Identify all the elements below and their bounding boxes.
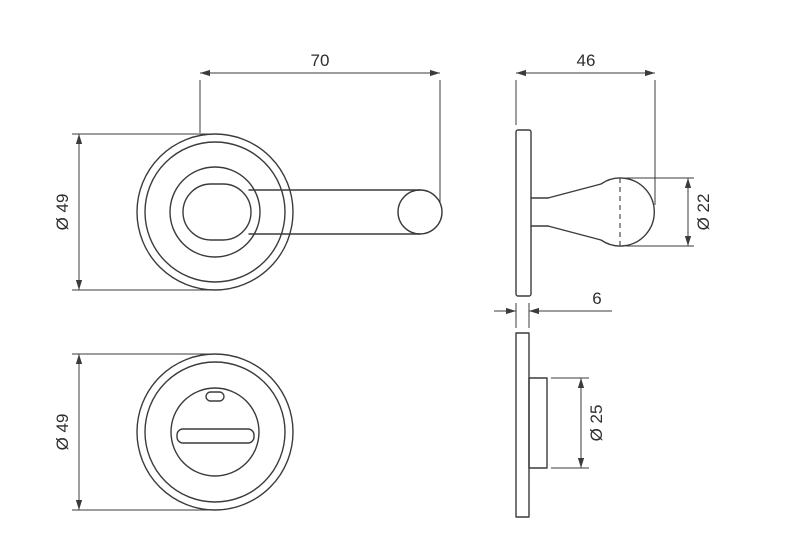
dim-70-label: 70 (311, 51, 330, 70)
rose-outer-circle (136, 133, 294, 291)
lever-ball-end (397, 189, 443, 235)
dimension-labels: 70 Ø 49 46 Ø 22 Ø 49 6 Ø 25 (53, 51, 713, 450)
dim-dia25-label: Ø 25 (587, 405, 606, 442)
dim-dia49-bottom-label: Ø 49 (53, 414, 72, 451)
rose-rim-circle-2 (144, 361, 286, 503)
dim-6-label: 6 (592, 289, 601, 308)
orientation-notch (205, 391, 225, 402)
dim-dia22-label: Ø 22 (694, 194, 713, 231)
rose-plate-side (515, 129, 532, 297)
lever-hub (182, 183, 252, 241)
release-boss-circle (170, 387, 260, 477)
coin-slot (176, 428, 255, 444)
release-boss-side (528, 377, 548, 469)
turn-front-view (72, 353, 294, 511)
lever-grip-profile (547, 177, 655, 247)
turn-side-view (494, 303, 612, 518)
lever-side-view (515, 69, 694, 297)
lever-front-view (72, 69, 443, 291)
dim-46-label: 46 (577, 51, 596, 70)
rose-rim-circle (144, 141, 286, 283)
dim-dia49-top-label: Ø 49 (53, 194, 72, 231)
rose-outer-circle-2 (136, 353, 294, 511)
collar-circle (169, 166, 261, 258)
